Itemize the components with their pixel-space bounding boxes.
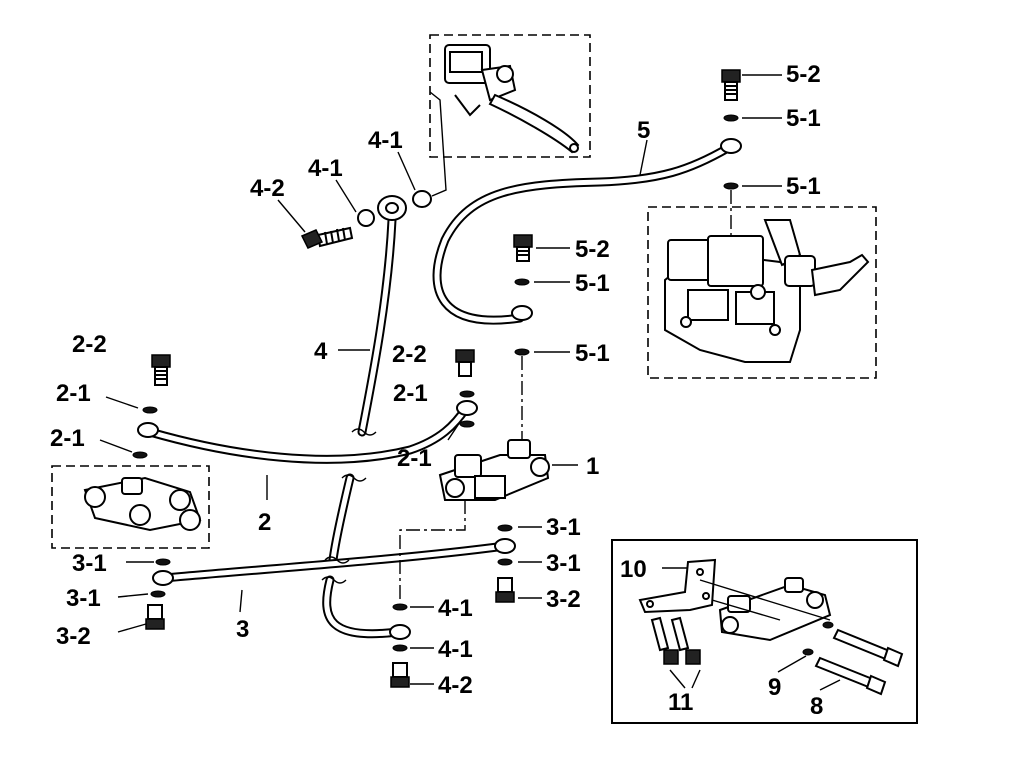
label-4: 4 [314,338,328,365]
bolt-8-lower [814,656,887,696]
washer-3-1-d [150,590,166,598]
label-5-1-d: 5-1 [575,340,610,367]
hose-3 [160,541,510,583]
leader-4-1-to-cylinder [429,91,447,197]
washer-9-a [822,621,834,629]
label-5-1-c: 5-1 [575,270,610,297]
label-5-2-mid: 5-2 [575,236,610,263]
label-4-1-c: 4-1 [438,595,473,622]
banjo-bolt-4-2-bottom [390,662,410,688]
banjo-fitting-top [377,195,407,221]
leader-lines [99,74,841,691]
label-4-1-d: 4-1 [438,636,473,663]
washer-5-1-d [514,348,530,356]
hose-2 [145,403,471,464]
washer-4-1-c [392,603,408,611]
hose-break-mark [321,576,347,584]
bolt-11 [650,616,701,665]
washer-5-1-a [723,114,739,122]
banjo-fitting-hose-3-right [494,538,516,554]
banjo-bolt-5-2-top [721,69,741,101]
label-4-1-b: 4-1 [368,127,403,154]
label-2-1-mid-b: 2-1 [397,445,432,472]
proportioning-valve-1 [438,439,550,501]
banjo-bolt-2-2-mid [455,349,475,377]
washer-3-1-c [155,558,171,566]
label-3-1-right-a: 3-1 [546,514,581,541]
label-2-1-left-a: 2-1 [56,380,91,407]
banjo-bolt-2-2-left [151,354,171,386]
label-3-2-left: 3-2 [56,623,91,650]
washer-5-1-c [514,278,530,286]
label-3-2-right: 3-2 [546,586,581,613]
label-4-2-top: 4-2 [250,175,285,202]
label-3-1-left-a: 3-1 [72,550,107,577]
label-5-1-b: 5-1 [786,173,821,200]
label-3-1-right-b: 3-1 [546,550,581,577]
washer-4-1-b [412,190,432,208]
detail-guide-lines [699,579,831,621]
mounting-detail-box [611,539,918,724]
label-10: 10 [620,556,647,583]
washer-2-1-c [142,406,158,414]
label-8: 8 [810,693,823,720]
label-5-2-top: 5-2 [786,61,821,88]
banjo-bolt-5-2-mid [513,234,533,262]
banjo-fitting-hose-2-left [137,422,159,438]
brake-caliper [664,219,870,363]
hose-4 [322,215,403,639]
washer-2-1-a [459,390,475,398]
washer-2-1-b [459,420,475,428]
label-5-1-a: 5-1 [786,105,821,132]
master-cylinder-lever [444,44,580,154]
washer-9-b [802,648,814,656]
washer-3-1-b [497,558,513,566]
label-3: 3 [236,616,249,643]
label-9: 9 [768,674,781,701]
washer-4-1-a [357,209,375,227]
hose-5 [432,143,733,325]
hose-break-mark [324,556,350,564]
banjo-bolt-3-2-right [495,577,515,603]
label-2-1-left-b: 2-1 [50,425,85,452]
axis-line-valve [399,500,466,600]
label-2: 2 [258,509,271,536]
label-4-2-bottom: 4-2 [438,672,473,699]
washer-2-1-d [132,451,148,459]
caliper-inset-box [647,206,877,379]
banjo-fitting-hose-5-lower [511,305,533,321]
left-valve-inset-box [51,465,210,549]
banjo-fitting-caliper [720,138,742,154]
banjo-bolt-3-2-left [145,604,165,630]
mounting-bracket-10 [638,558,717,614]
banjo-fitting-hose-2-right [456,400,478,416]
hose-break-mark [341,474,367,482]
label-2-1-mid-a: 2-1 [393,380,428,407]
washer-5-1-b [723,182,739,190]
label-11: 11 [668,689,693,716]
washer-3-1-a [497,524,513,532]
label-4-1-a: 4-1 [308,155,343,182]
hose-break-mark [351,428,377,436]
valve-detail [718,577,832,642]
label-2-2-left: 2-2 [72,331,107,358]
label-3-1-left-b: 3-1 [66,585,101,612]
label-1: 1 [586,453,599,480]
washer-4-1-d [392,644,408,652]
banjo-fitting-hose-4-bottom [389,624,411,640]
label-2-2-mid: 2-2 [392,341,427,368]
label-5: 5 [637,117,650,144]
left-valve-inset [83,476,202,532]
banjo-fitting-hose-3-left [152,570,174,586]
banjo-bolt-4-2-top [300,226,354,249]
bolt-8-upper [832,628,904,668]
